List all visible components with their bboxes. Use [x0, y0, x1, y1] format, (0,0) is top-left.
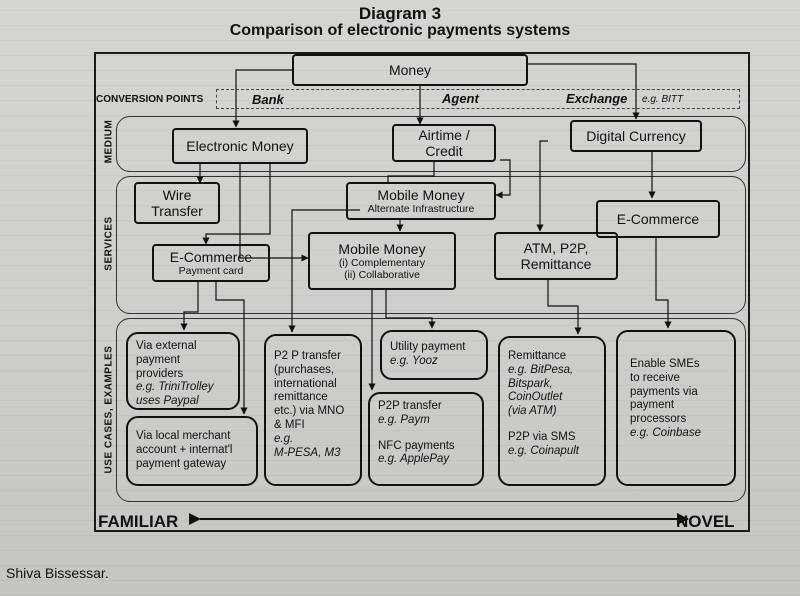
p2p-mno-line6: & MFI: [274, 418, 305, 431]
atm-p2p-line1: ATM, P2P,: [523, 239, 589, 256]
conversion-exchange: Exchange: [566, 91, 628, 106]
medium-band: [116, 116, 746, 172]
wire-transfer-box: Wire Transfer: [134, 182, 220, 224]
local-line2: account + internat'l: [136, 444, 233, 457]
remittance-example-1: e.g. BitPesa,: [508, 363, 574, 376]
utility-example: e.g. Yooz: [390, 355, 438, 367]
use-case-external-providers: Via external payment providers e.g. Trin…: [126, 332, 240, 410]
electronic-money-label: Electronic Money: [186, 137, 294, 154]
conversion-points-label: CONVERSION POINTS: [96, 94, 204, 105]
p2p-mno-line5: etc.) via MNO: [274, 405, 345, 418]
smes-line3: payments via: [630, 385, 698, 398]
utility-label: Utility payment: [390, 341, 466, 354]
p2p-mno-line2: (purchases,: [274, 363, 335, 376]
use-case-remittance: Remittance e.g. BitPesa, Bitspark, CoinO…: [498, 336, 606, 486]
external-example-line1: e.g. TriniTrolley: [136, 381, 214, 394]
mobile-money-types-sub2: (ii) Collaborative: [344, 269, 420, 282]
conversion-agent: Agent: [442, 91, 479, 106]
nfc-example: e.g. ApplePay: [378, 453, 450, 466]
airtime-credit-box: Airtime / Credit: [392, 124, 496, 162]
mobile-money-alt-sub: Alternate Infrastructure: [367, 203, 475, 216]
external-line1: Via external: [136, 340, 197, 352]
ecommerce-card-sub: Payment card: [178, 265, 244, 278]
ecommerce-card-title: E-Commerce: [169, 248, 253, 265]
external-example-line2: uses Paypal: [136, 395, 199, 408]
local-line3: payment gateway: [136, 457, 227, 470]
remittance-example-4: (via ATM): [508, 405, 557, 418]
ecommerce-novel-box: E-Commerce: [596, 200, 720, 238]
airtime-label-line1: Airtime /: [418, 126, 470, 143]
mobile-money-types-title: Mobile Money: [338, 240, 426, 257]
atm-p2p-line2: Remittance: [520, 256, 592, 272]
digital-currency-label: Digital Currency: [586, 127, 686, 144]
use-case-smes: Enable SMEs to receive payments via paym…: [616, 330, 736, 486]
diagram-frame: [94, 52, 750, 532]
use-case-utility-payment: Utility payment e.g. Yooz: [380, 330, 488, 380]
smes-line5: processors: [630, 413, 687, 426]
conversion-points-band: [216, 89, 740, 109]
p2p-transfer-label: P2P transfer: [378, 400, 442, 412]
ecommerce-card-box: E-Commerce Payment card: [152, 244, 270, 282]
p2p-mno-line3: international: [274, 377, 337, 390]
smes-example: e.g. Coinbase: [630, 426, 701, 439]
smes-line4: payment: [630, 399, 675, 412]
atm-p2p-box: ATM, P2P, Remittance: [494, 232, 618, 280]
diagram-subtitle: Comparison of electronic payments system…: [229, 22, 571, 39]
axis-novel: NOVEL: [676, 512, 735, 531]
use-case-p2p-nfc: P2P transfer e.g. Paym NFC payments e.g.…: [368, 392, 484, 486]
remittance-example-2: Bitspark,: [508, 377, 553, 390]
smes-line1: Enable SMEs: [630, 358, 700, 370]
author-credit: Shiva Bissessar.: [6, 565, 109, 581]
axis-familiar: FAMILIAR: [98, 512, 179, 531]
p2p-mno-line1: P2 P transfer: [274, 350, 341, 362]
money-box: Money: [292, 54, 528, 86]
external-line3: providers: [136, 367, 184, 380]
p2p-sms-label: P2P via SMS: [508, 430, 576, 443]
external-line2: payment: [136, 353, 181, 366]
mobile-money-types-box: Mobile Money (i) Complementary (ii) Coll…: [308, 232, 456, 290]
p2p-mno-line7: e.g.: [274, 432, 294, 445]
mobile-money-types-sub1: (i) Complementary: [338, 256, 426, 269]
p2p-sms-example: e.g. Coinapult: [508, 444, 579, 457]
remittance-label: Remittance: [508, 350, 567, 362]
smes-line2: to receive: [630, 371, 680, 384]
mobile-money-alt-box: Mobile Money Alternate Infrastructure: [346, 182, 496, 220]
p2p-mno-example: M-PESA, M3: [274, 446, 341, 459]
conversion-bank: Bank: [252, 92, 284, 107]
use-case-local-merchant: Via local merchant account + internat'l …: [126, 416, 258, 486]
conversion-exchange-example: e.g. BITT: [642, 94, 684, 105]
money-label: Money: [388, 61, 432, 78]
diagram-title: Diagram 3: [358, 4, 442, 23]
mobile-money-alt-title: Mobile Money: [377, 186, 465, 203]
p2p-transfer-example: e.g. Paym: [378, 413, 430, 426]
use-case-p2p-mno: P2 P transfer (purchases, international …: [264, 334, 362, 486]
nfc-label: NFC payments: [378, 439, 455, 452]
airtime-label-line2: Credit: [425, 143, 463, 159]
ecommerce-novel-label: E-Commerce: [616, 210, 700, 227]
p2p-mno-line4: remittance: [274, 391, 328, 404]
digital-currency-box: Digital Currency: [570, 120, 702, 152]
remittance-example-3: CoinOutlet: [508, 391, 563, 404]
wire-label-line1: Wire: [162, 186, 192, 203]
wire-label-line2: Transfer: [151, 203, 203, 219]
electronic-money-box: Electronic Money: [172, 128, 308, 164]
local-line1: Via local merchant: [136, 430, 231, 443]
